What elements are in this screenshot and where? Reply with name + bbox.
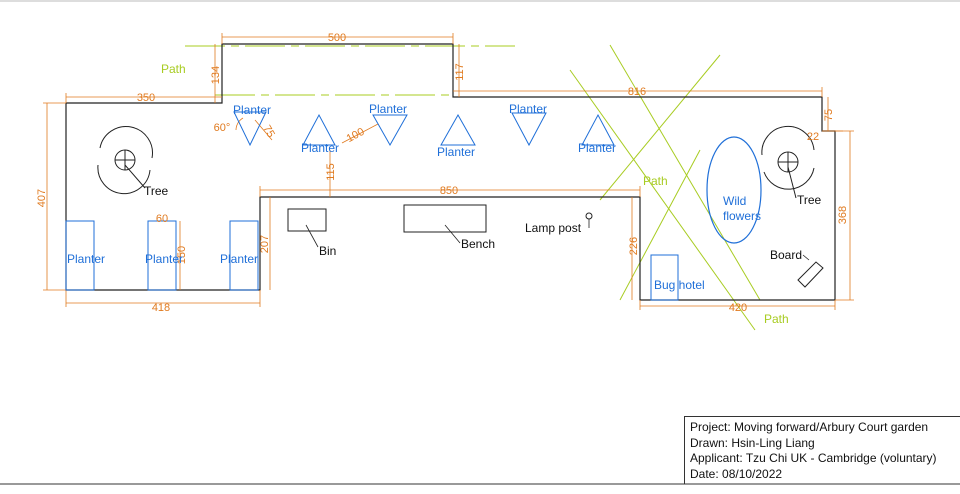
path-diagonal-3: [599, 54, 721, 201]
dim-bottom-right-width: 420: [729, 302, 747, 314]
dim-left-height: 407: [36, 189, 48, 207]
planter-box-3: [229, 220, 259, 291]
path-diagonal-1: [569, 69, 756, 331]
title-project: Project: Moving forward/Arbury Court gar…: [690, 420, 929, 434]
dim-planter-width: 60: [156, 213, 168, 225]
tree-right-canopy-lower: [763, 167, 815, 190]
wild-flowers-area: [706, 136, 762, 244]
planter-label-8: Planter: [145, 252, 183, 266]
title-drawn: Drawn: Hsin-Ling Liang: [690, 435, 815, 450]
path-label-middle: Path: [643, 174, 668, 188]
dim-left-inner-height: 207: [259, 235, 271, 253]
board-label: Board: [770, 248, 802, 262]
tree-right: [761, 125, 815, 199]
planter-triangle-2: [302, 113, 336, 146]
bug-hotel: [650, 254, 679, 301]
planter-triangle-1: [233, 111, 267, 147]
bench: [403, 204, 487, 233]
tree-left-canopy-lower: [97, 164, 151, 195]
bin-leader: [305, 224, 319, 248]
dim-top-width: 500: [328, 32, 346, 44]
dim-right-top-width: 816: [628, 86, 646, 98]
planter-label-9: Planter: [220, 252, 258, 266]
planter-box-1: [65, 220, 95, 291]
dim-top-right-height: 117: [454, 63, 466, 81]
planter-triangle-5: [511, 112, 547, 147]
triangle-planters: [233, 111, 615, 147]
dim-right-height: 368: [837, 206, 849, 224]
path-label-bottom: Path: [764, 312, 789, 326]
bin: [287, 208, 327, 232]
dim-planter-side: 75: [260, 123, 277, 140]
title-applicant: Applicant: Tzu Chi UK - Cambridge (volun…: [690, 451, 937, 465]
planter-label-4: Planter: [437, 145, 475, 159]
tree-left-canopy: [99, 126, 153, 159]
tree-left: [97, 126, 153, 195]
bin-label: Bin: [319, 244, 336, 258]
tree-right-canopy: [761, 125, 815, 156]
dim-bottom-left-width: 418: [152, 302, 170, 314]
tree-right-label: Tree: [797, 193, 822, 207]
planter-triangle-3: [372, 114, 408, 147]
path-diagonal-4: [619, 149, 701, 301]
planter-label-2: Planter: [301, 141, 339, 155]
planter-label-7: Planter: [67, 252, 105, 266]
path-label-top: Path: [161, 62, 186, 76]
bug-hotel-label: Bug hotel: [654, 278, 705, 292]
title-block: Project: Moving forward/Arbury Court gar…: [684, 416, 960, 484]
bench-leader: [444, 224, 461, 244]
dim-planter-angle: 60°: [214, 122, 231, 134]
board-leader: [802, 254, 810, 261]
dimension-lines: [43, 33, 854, 310]
dim-planter-spacing: 100: [345, 126, 367, 145]
dim-inner-drop: 115: [325, 163, 337, 181]
planter-triangle-6: [581, 113, 615, 146]
planter-box-2: [147, 220, 177, 291]
dim-planter-height: 150: [176, 246, 188, 264]
left-planters: [65, 220, 259, 291]
planter-label-3: Planter: [369, 102, 407, 116]
tree-left-label: Tree: [144, 184, 169, 198]
planter-label-5: Planter: [509, 102, 547, 116]
dim-corner-drop: 75: [823, 109, 835, 121]
lamp-post: [585, 212, 593, 220]
planter-triangle-4: [440, 113, 476, 146]
dim-top-height: 134: [210, 66, 222, 84]
path-lines: [185, 44, 761, 331]
path-diagonal-2: [609, 44, 761, 301]
title-date: Date: 08/10/2022: [690, 466, 783, 481]
planter-label-6: Planter: [578, 141, 616, 155]
dim-corner-inset: 22: [807, 131, 819, 143]
dim-left-top-width: 350: [137, 92, 155, 104]
dim-inner-width: 850: [440, 185, 458, 197]
wild-flowers-label-2: flowers: [723, 209, 761, 223]
bench-label: Bench: [461, 237, 495, 251]
board: [797, 261, 824, 288]
wild-flowers-label-1: Wild: [723, 194, 746, 208]
dim-right-inner-height: 226: [628, 237, 640, 255]
lamp-post-label: Lamp post: [525, 221, 582, 235]
planter-label-1: Planter: [233, 103, 271, 117]
